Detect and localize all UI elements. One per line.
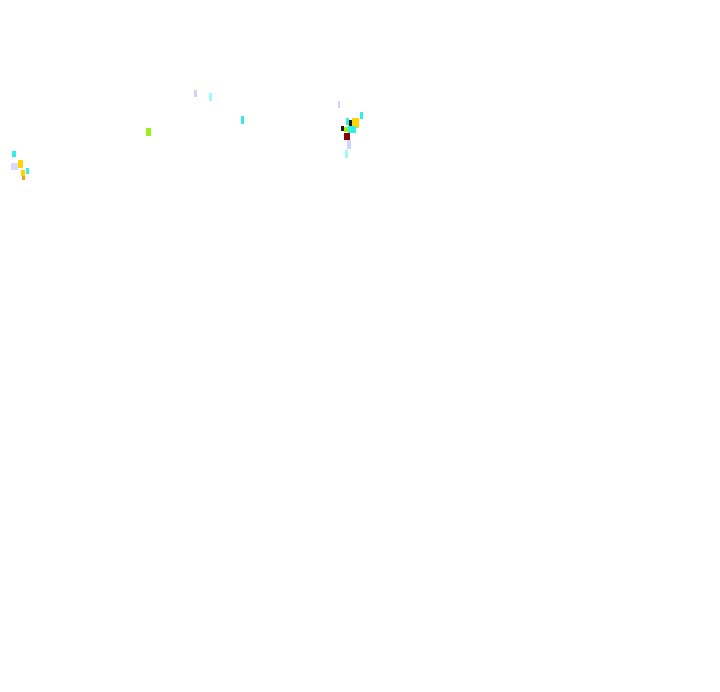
artifact-orange-left-1 <box>22 176 25 180</box>
artifact-lime-top-1 <box>146 128 151 136</box>
artifact-black-right-2 <box>341 126 344 131</box>
artifact-yellow-right-1 <box>352 118 359 128</box>
artifact-cyan-right-2 <box>346 118 349 125</box>
artifact-light-cyan-top-1 <box>209 93 212 101</box>
artifact-yellow-left-2 <box>21 170 25 176</box>
artifact-lime-right-1 <box>344 127 348 132</box>
artifact-light-purple-right-1 <box>338 101 340 108</box>
artifact-cyan-top-1 <box>241 116 244 124</box>
artifact-lavender-left-1 <box>11 163 18 170</box>
artifact-cyan-right-1 <box>360 112 363 119</box>
artifact-light-cyan-right-1 <box>345 150 348 158</box>
artifact-cyan-left-2 <box>26 168 29 174</box>
artifact-black-right-1 <box>349 120 353 126</box>
artifact-yellow-left-1 <box>18 160 23 168</box>
artifact-light-purple-right-2 <box>347 140 351 149</box>
artifact-dark-red-right-1 <box>344 133 350 140</box>
artifact-light-purple-top-1 <box>194 90 197 97</box>
artifact-cyan-left-1 <box>12 151 16 157</box>
artifact-cyan-right-3 <box>348 126 356 133</box>
